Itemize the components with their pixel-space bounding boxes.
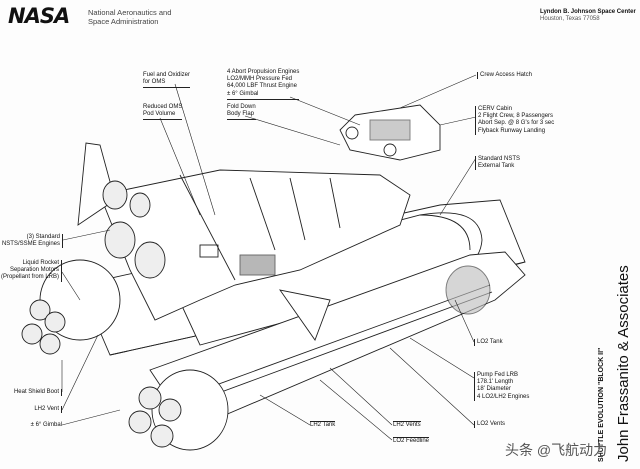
callout-line: Fold Down [227,104,256,110]
cerv-cabin [339,104,441,161]
callout-line: (Propellant from LRB) [0,274,59,281]
callout-line: 4 LO2/LH2 Engines [477,393,530,400]
callout-lo2-vents: LO2 Vents [474,421,506,429]
callout-line: 178.1' Length [477,379,514,386]
callout-line: Pump Fed LRB [477,372,519,378]
callout-lrb: Pump Fed LRB 178.1' Length 18' Diameter … [474,372,529,401]
callout-line: Abort Sep. @ 8 G's for 3 sec [478,120,555,127]
callout-line: Crew Access Hatch [480,72,533,78]
callout-line: LO2/MMH Pressure Fed [227,76,293,83]
callout-external-tank: Standard NSTS External Tank [475,156,521,171]
center-name: Lyndon B. Johnson Space Center [540,9,636,15]
callout-heat-shield: Heat Shield Boot [13,389,62,397]
callout-line: External Tank [478,163,515,170]
callout-line: 4 Abort Propulsion Engines [227,69,300,75]
callout-line: Pod Volume [143,111,176,118]
callout-lh2-tank: LH2 Tank [310,421,336,429]
callout-line: LH2 Vents [393,422,421,428]
callout-line: (3) Standard [26,234,60,240]
callout-line: Heat Shield Boot [13,389,59,395]
callout-line: 64,000 LBF Thrust Engine [227,83,297,90]
callout-fuel-oxidizer: Fuel and Oxidizer for OMS [143,72,191,89]
center-location: Houston, Texas 77058 [540,16,600,22]
watermark: 头条 @飞航动力 [505,442,608,458]
callout-line: LO2 Feedline [393,438,430,444]
agency-line: National Aeronautics and [88,8,172,17]
center-address: Lyndon B. Johnson Space Center Houston, … [540,9,636,23]
artist-credit: John Frassanito & Associates [615,265,632,462]
callout-line: Fuel and Oxidizer [143,72,191,78]
callout-reduced-oms: Reduced OMS Pod Volume [143,104,183,121]
callout-cerv-cabin: CERV Cabin 2 Flight Crew, 8 Passengers A… [475,106,554,135]
callout-line: CERV Cabin [478,106,512,112]
callout-lh2-vents: LH2 Vents [393,421,421,429]
callout-separation-motors: Liquid Rocket Separation Motors (Propell… [1,260,62,282]
callout-line: ± 6° Gimbal [227,90,259,97]
lower-booster [149,251,526,431]
callout-abort-engines: 4 Abort Propulsion Engines LO2/MMH Press… [227,69,300,100]
callout-body-flap: Fold Down Body Flap [227,104,256,121]
callout-lh2-vent: LH2 Vent [34,406,62,414]
ssme-nozzles [102,180,166,279]
callout-line: LO2 Vents [477,421,506,427]
callout-line: 2 Flight Crew, 8 Passengers [478,113,554,120]
callout-crew-hatch: Crew Access Hatch [477,72,533,80]
callout-line: LH2 Tank [310,422,336,428]
leader-lines [61,74,477,441]
agency-line: Space Administration [88,17,159,26]
callout-line: NSTS/SSME Engines [1,241,60,248]
callout-line: Liquid Rocket [22,260,59,266]
booster-nozzles [21,259,229,451]
callout-line: Flyback Runway Landing [478,127,546,134]
nasa-logo: NASA [8,4,70,28]
callout-line: LO2 Tank [477,339,503,345]
callout-line: ± 6° Gimbal [30,422,62,428]
callout-line: LH2 Vent [34,406,59,412]
callout-lo2-tank: LO2 Tank [474,339,503,347]
callout-line: Body Flap [227,111,255,118]
agency-name: National Aeronautics and Space Administr… [88,8,171,26]
callout-line: 18' Diameter [477,386,511,393]
callout-gimbal: ± 6° Gimbal [31,422,62,429]
callout-ssme: (3) Standard NSTS/SSME Engines [1,234,63,249]
callout-line: Reduced OMS [143,104,183,110]
callout-line: Separation Motors [9,267,59,274]
callout-line: for OMS [143,79,166,86]
callout-line: Standard NSTS [478,156,521,162]
callout-lo2-feedline: LO2 Feedline [393,437,430,445]
